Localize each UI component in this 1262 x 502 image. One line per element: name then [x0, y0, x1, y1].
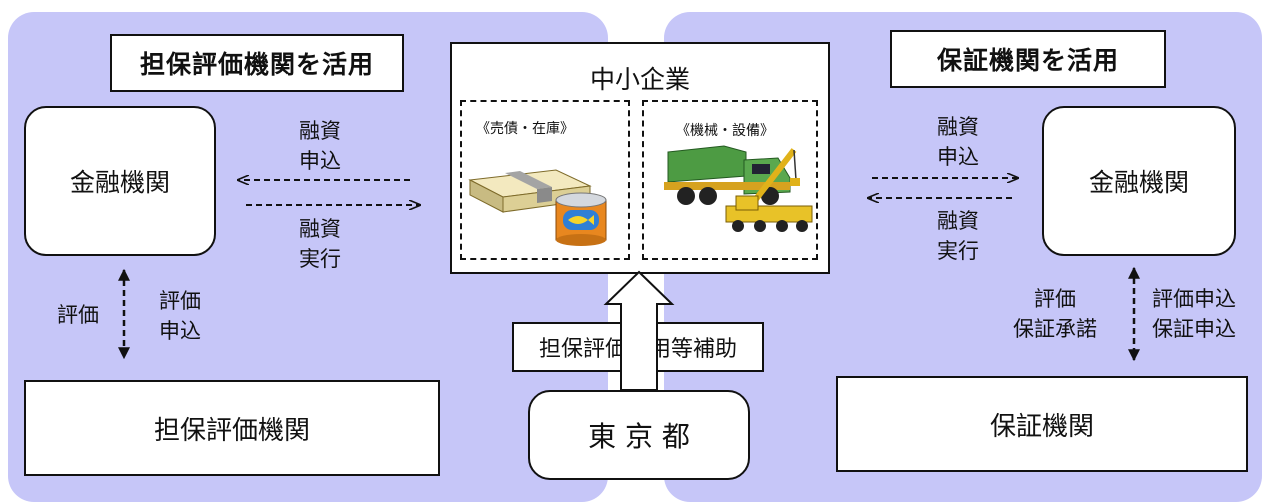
- left-exec-label: 融資 実行: [299, 217, 341, 271]
- right-apply-label: 融資 申込: [937, 115, 979, 169]
- left-evaluator-label: 担保評価機関: [153, 415, 310, 446]
- left-evaluator-box: 担保評価機関: [24, 380, 440, 476]
- right-exec-label: 融資 実行: [937, 209, 979, 263]
- left-apply-label: 融資 申込: [299, 119, 341, 173]
- right-bank-label: 金融機関: [1088, 168, 1189, 197]
- tokyo-box: 東 京 都: [528, 390, 750, 480]
- right-eval-label: 評価 保証承諾: [1013, 287, 1097, 341]
- guarantor-label: 保証機関: [989, 411, 1094, 442]
- right-request-label: 評価申込 保証申込: [1152, 287, 1236, 341]
- money-stack-icon: [468, 169, 592, 213]
- left-bank-box: 金融機関: [24, 106, 216, 256]
- right-panel-title: 保証機関を活用: [890, 30, 1166, 88]
- left-bank-label: 金融機関: [69, 168, 170, 197]
- left-eval-label: 評価: [57, 303, 99, 327]
- subsidy-up-arrow: [603, 270, 675, 391]
- sme-label: 中小企業: [589, 65, 690, 94]
- left-panel-title: 担保評価機関を活用: [110, 34, 404, 92]
- left-eval-request-label: 評価 申込: [159, 289, 201, 343]
- crane-icon: [725, 148, 813, 232]
- inventory-label: 《売債・在庫》: [476, 121, 574, 137]
- right-bank-box: 金融機関: [1042, 106, 1236, 256]
- tokyo-label: 東 京 都: [588, 420, 690, 453]
- guarantor-box: 保証機関: [836, 376, 1248, 472]
- canned-fish-icon: [555, 192, 607, 246]
- equipment-label: 《機械・設備》: [676, 123, 774, 139]
